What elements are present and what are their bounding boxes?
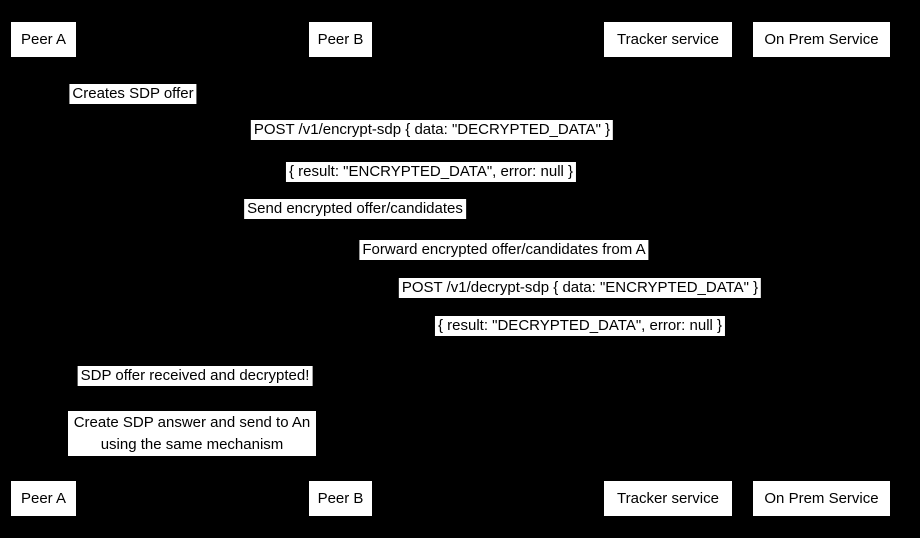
note-line-2: using the same mechanism <box>100 435 284 453</box>
message-encrypt-result: { result: "ENCRYPTED_DATA", error: null … <box>285 162 577 182</box>
lifeline-peer-b <box>340 57 341 481</box>
lifeline-on-prem-service <box>821 57 822 481</box>
message-post-decrypt-sdp: POST /v1/decrypt-sdp { data: "ENCRYPTED_… <box>398 278 762 298</box>
actor-tracker-service-top: Tracker service <box>604 22 732 57</box>
note-line-1: Create SDP answer and send to An <box>73 413 311 431</box>
lifeline-tracker-service <box>668 57 669 481</box>
actor-peer-b-top: Peer B <box>309 22 372 57</box>
actor-peer-a-bottom: Peer A <box>11 481 76 516</box>
message-send-encrypted-offer: Send encrypted offer/candidates <box>244 199 466 219</box>
actor-on-prem-service-bottom: On Prem Service <box>753 481 890 516</box>
message-forward-encrypted-offer: Forward encrypted offer/candidates from … <box>359 240 649 260</box>
message-creates-sdp-offer: Creates SDP offer <box>69 84 197 104</box>
message-sdp-offer-received: SDP offer received and decrypted! <box>77 366 313 386</box>
lifeline-peer-a <box>43 57 44 481</box>
actor-tracker-service-bottom: Tracker service <box>604 481 732 516</box>
actor-peer-b-bottom: Peer B <box>309 481 372 516</box>
message-post-encrypt-sdp: POST /v1/encrypt-sdp { data: "DECRYPTED_… <box>250 120 614 140</box>
note-create-sdp-answer: Create SDP answer and send to An using t… <box>68 411 316 456</box>
message-decrypt-result: { result: "DECRYPTED_DATA", error: null … <box>434 316 726 336</box>
actor-peer-a-top: Peer A <box>11 22 76 57</box>
actor-on-prem-service-top: On Prem Service <box>753 22 890 57</box>
